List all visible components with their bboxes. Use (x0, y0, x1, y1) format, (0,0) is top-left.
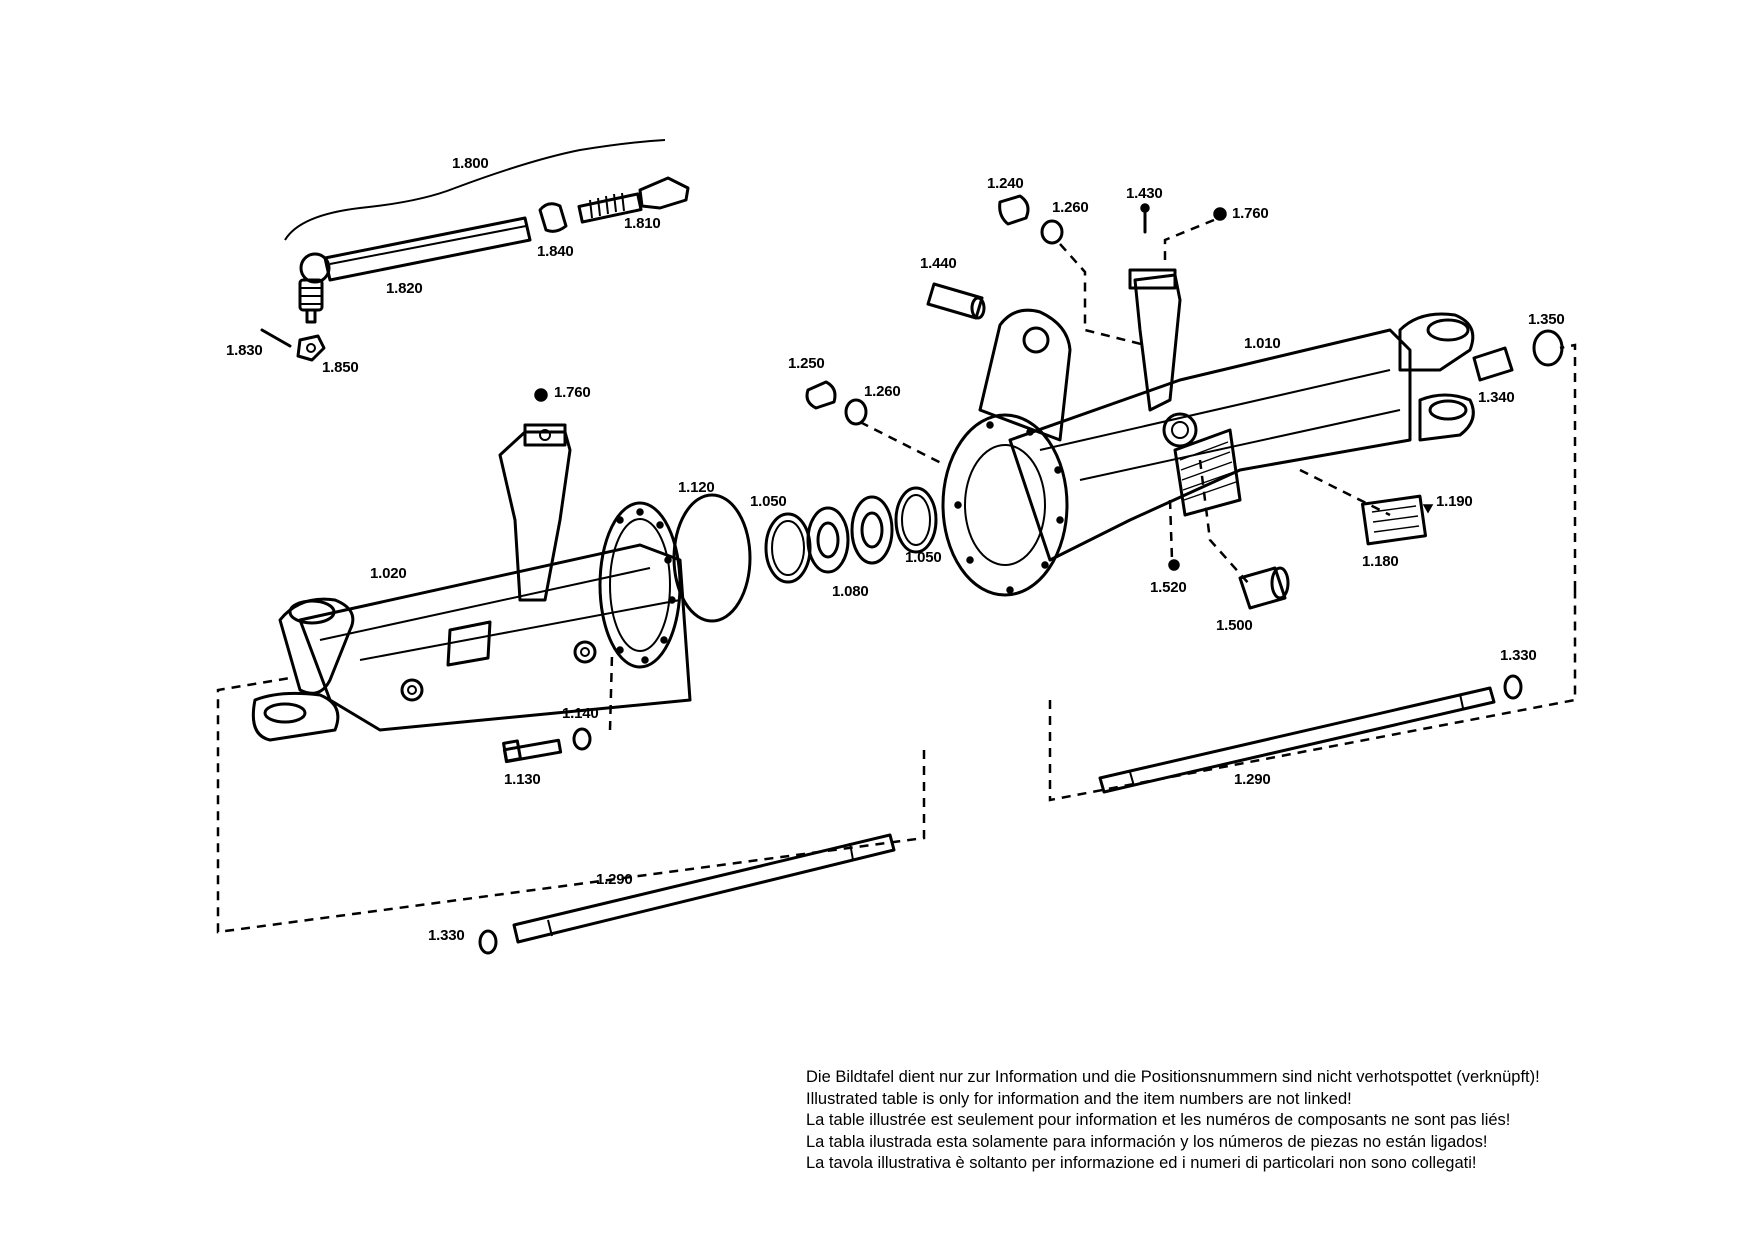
label-1140: 1.140 (562, 705, 599, 722)
right-axle-housing (941, 268, 1475, 597)
bolt-washer (502, 727, 592, 764)
right-small-parts (926, 194, 1564, 610)
label-1430: 1.430 (1126, 185, 1163, 202)
label-1330-left: 1.330 (428, 927, 465, 944)
disclaimer-de: Die Bildtafel dient nur zur Information … (806, 1068, 1540, 1086)
label-1760-right: 1.760 (1232, 205, 1269, 222)
label-1130: 1.130 (504, 771, 541, 788)
label-1340: 1.340 (1478, 389, 1515, 406)
label-1050-right: 1.050 (905, 549, 942, 566)
label-1050-left: 1.050 (750, 493, 787, 510)
label-1180: 1.180 (1362, 553, 1399, 570)
label-1080: 1.080 (832, 583, 869, 600)
label-1020: 1.020 (370, 565, 407, 582)
leader-lines (216, 218, 1577, 934)
label-1120: 1.120 (678, 479, 715, 496)
label-1760-left: 1.760 (554, 384, 591, 401)
label-1290-left: 1.290 (596, 871, 633, 888)
label-1010: 1.010 (1244, 335, 1281, 352)
label-1500: 1.500 (1216, 617, 1253, 634)
disclaimer-en: Illustrated table is only for informatio… (806, 1089, 1352, 1108)
label-1840: 1.840 (537, 243, 574, 260)
seals-bearings (672, 380, 938, 623)
label-1330-right: 1.330 (1500, 647, 1537, 664)
label-1190: 1.190 (1436, 493, 1473, 510)
label-1800: 1.800 (452, 155, 489, 172)
plug-icon (534, 388, 548, 402)
label-1830: 1.830 (226, 342, 263, 359)
left-axle-housing (251, 423, 692, 742)
label-1520: 1.520 (1150, 579, 1187, 596)
label-1260-left: 1.260 (864, 383, 901, 400)
shafts (478, 674, 1523, 955)
label-1250: 1.250 (788, 355, 825, 372)
label-1350: 1.350 (1528, 311, 1565, 328)
label-1820: 1.820 (386, 280, 423, 297)
label-1260-right: 1.260 (1052, 199, 1089, 216)
label-1240: 1.240 (987, 175, 1024, 192)
disclaimer: Die Bildtafel dient nur zur Information … (806, 1067, 1746, 1175)
label-1810: 1.810 (624, 215, 661, 232)
label-1850: 1.850 (322, 359, 359, 376)
disclaimer-fr: La table illustrée est seulement pour in… (806, 1111, 1511, 1129)
disclaimer-it: La tavola illustrativa è soltanto per in… (806, 1154, 1477, 1172)
tie-rod-assembly (260, 139, 690, 362)
label-1290-right: 1.290 (1234, 771, 1271, 788)
label-1440: 1.440 (920, 255, 957, 272)
disclaimer-es: La tabla ilustrada esta solamente para i… (806, 1132, 1488, 1151)
